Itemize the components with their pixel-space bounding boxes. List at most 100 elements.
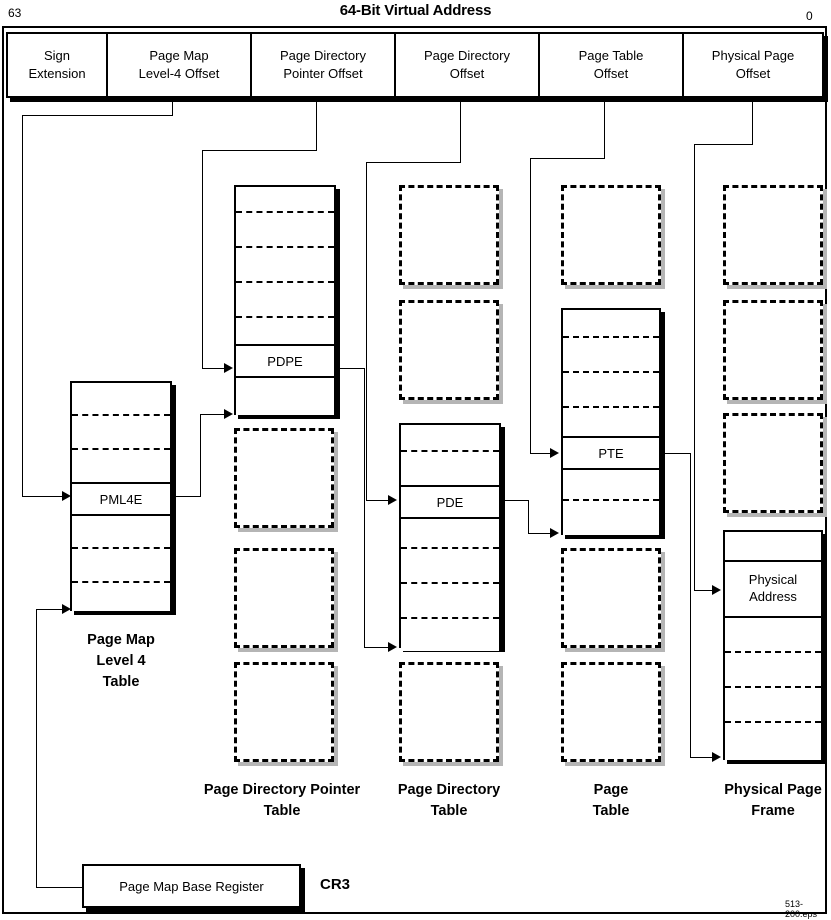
caption-page-frame: Physical Page Frame: [699, 780, 831, 822]
pml4-slot-empty-4: [72, 516, 170, 547]
address-field-line1: Page Table: [578, 48, 644, 64]
arrow-into-pml4e: [62, 491, 71, 501]
pdpe-entry[interactable]: PDPE: [236, 344, 334, 378]
connector-ppo-seg-v1: [752, 100, 753, 144]
connector-pt-seg-v1: [604, 100, 605, 158]
connector-cr3-seg-h2: [36, 609, 64, 610]
figure-reference: 513-200.eps: [785, 899, 818, 919]
connector-pml4-seg-h2: [22, 496, 64, 497]
frame-placeholder-2: [723, 300, 823, 400]
frame-slot-empty-4: [725, 688, 821, 721]
address-field-pd-offset[interactable]: Page Directory Offset: [396, 34, 540, 96]
page-table[interactable]: PTE: [561, 308, 661, 535]
caption-line2: Level 4: [96, 653, 146, 670]
connector-pde-to-pt-h: [528, 533, 552, 534]
frame-divider-1: [725, 651, 821, 653]
pml4-slot-empty-2: [72, 416, 170, 448]
pd-placeholder-3: [399, 662, 499, 762]
address-field-pt-offset[interactable]: Page Table Offset: [540, 34, 684, 96]
caption-page-table: Page Table: [537, 780, 685, 822]
figure-title: 64-Bit Virtual Address: [339, 2, 492, 19]
connector-pml4-seg-v2: [22, 115, 23, 496]
address-field-sign-extension[interactable]: Sign Extension: [8, 34, 108, 96]
pt-divider-2: [563, 371, 659, 373]
address-field-line2: Level-4 Offset: [138, 66, 220, 81]
pdp-placeholder-3: [234, 662, 334, 762]
caption-pml4-table: Page Map Level 4 Table: [51, 630, 191, 693]
pdp-slot-empty-5: [236, 318, 334, 344]
bit-label-0: 0: [806, 9, 813, 23]
connector-cr3-seg-h1: [36, 887, 83, 888]
pte-entry[interactable]: PTE: [563, 436, 659, 470]
caption-line1: Page Directory Pointer: [203, 782, 361, 798]
arrow-cr3-to-pml4-table: [62, 604, 71, 614]
pml4e-label: PML4E: [99, 491, 143, 507]
pdp-divider-1: [236, 211, 334, 213]
address-field-pdp-offset[interactable]: Page Directory Pointer Offset: [252, 34, 396, 96]
pd-slot-empty-2: [401, 452, 499, 485]
pt-slot-empty-6: [563, 501, 659, 535]
arrow-pml4e-to-pdp-table: [224, 409, 233, 419]
cr3-register-name: CR3: [320, 876, 351, 893]
frame-divider-2: [725, 686, 821, 688]
pdp-slot-empty-4: [236, 283, 334, 316]
connector-ppo-seg-h1: [694, 144, 753, 145]
connector-pml4e-out-v: [200, 414, 201, 497]
pt-placeholder-2: [561, 548, 661, 648]
pd-slot-empty-4: [401, 549, 499, 582]
pd-divider-3: [401, 582, 499, 584]
pml4e-entry[interactable]: PML4E: [72, 482, 170, 516]
pd-slot-empty-1: [401, 425, 499, 450]
address-field-line2: Offset: [735, 66, 771, 81]
pt-placeholder-3: [561, 662, 661, 762]
pte-label: PTE: [598, 445, 624, 461]
connector-pdp-seg-v1: [316, 100, 317, 150]
pd-divider-2: [401, 547, 499, 549]
pdp-divider-4: [236, 316, 334, 318]
connector-ppo-seg-h2: [694, 590, 714, 591]
pdp-slot-empty-1: [236, 187, 334, 211]
connector-pml4-seg-v1: [172, 100, 173, 115]
physical-address-entry[interactable]: Physical Address: [725, 560, 821, 618]
pt-divider-3: [563, 406, 659, 408]
pml4-table[interactable]: PML4E: [70, 381, 172, 611]
pd-placeholder-1: [399, 185, 499, 285]
address-field-line1: Physical Page: [711, 48, 795, 64]
pdp-table[interactable]: PDPE: [234, 185, 336, 415]
page-map-base-register[interactable]: Page Map Base Register: [82, 864, 301, 908]
arrow-into-physical-address: [712, 585, 721, 595]
address-field-physical-page-offset[interactable]: Physical Page Offset: [684, 34, 822, 96]
arrow-pde-to-page-table: [550, 528, 559, 538]
caption-line1: Page Map: [87, 632, 155, 648]
address-field-line1: Page Directory: [280, 48, 366, 64]
bit-label-63: 63: [8, 6, 22, 20]
arrow-pte-to-page-frame: [712, 752, 721, 762]
pml4-divider-2: [72, 448, 170, 450]
page-map-base-register-label: Page Map Base Register: [119, 878, 264, 894]
pdp-slot-empty-2: [236, 213, 334, 246]
arrow-pdpe-to-pd-table: [388, 642, 397, 652]
arrow-into-pdpe: [224, 363, 233, 373]
pd-divider-1: [401, 450, 499, 452]
frame-divider-3: [725, 721, 821, 723]
pd-table[interactable]: PDE: [399, 423, 501, 651]
pdp-divider-2: [236, 246, 334, 248]
connector-pte-out-v: [690, 453, 691, 757]
connector-pdpe-out-h: [336, 368, 364, 369]
connector-pt-seg-h2: [530, 453, 552, 454]
physical-address-line2: Address: [749, 589, 797, 604]
pdp-divider-3: [236, 281, 334, 283]
connector-pt-seg-h1: [530, 158, 605, 159]
frame-placeholder-1: [723, 185, 823, 285]
frame-slot-empty-1: [725, 532, 821, 560]
physical-address-line1: Physical: [748, 572, 798, 588]
pde-label: PDE: [436, 494, 464, 510]
address-field-pml4-offset[interactable]: Page Map Level-4 Offset: [108, 34, 252, 96]
pde-entry[interactable]: PDE: [401, 485, 499, 519]
pml4-divider-4: [72, 581, 170, 583]
pdpe-label: PDPE: [267, 353, 303, 369]
address-field-line1: Page Directory: [424, 48, 510, 64]
connector-pdp-seg-v2: [202, 150, 203, 368]
physical-page-frame[interactable]: Physical Address: [723, 530, 823, 760]
frame-slot-empty-2: [725, 618, 821, 651]
